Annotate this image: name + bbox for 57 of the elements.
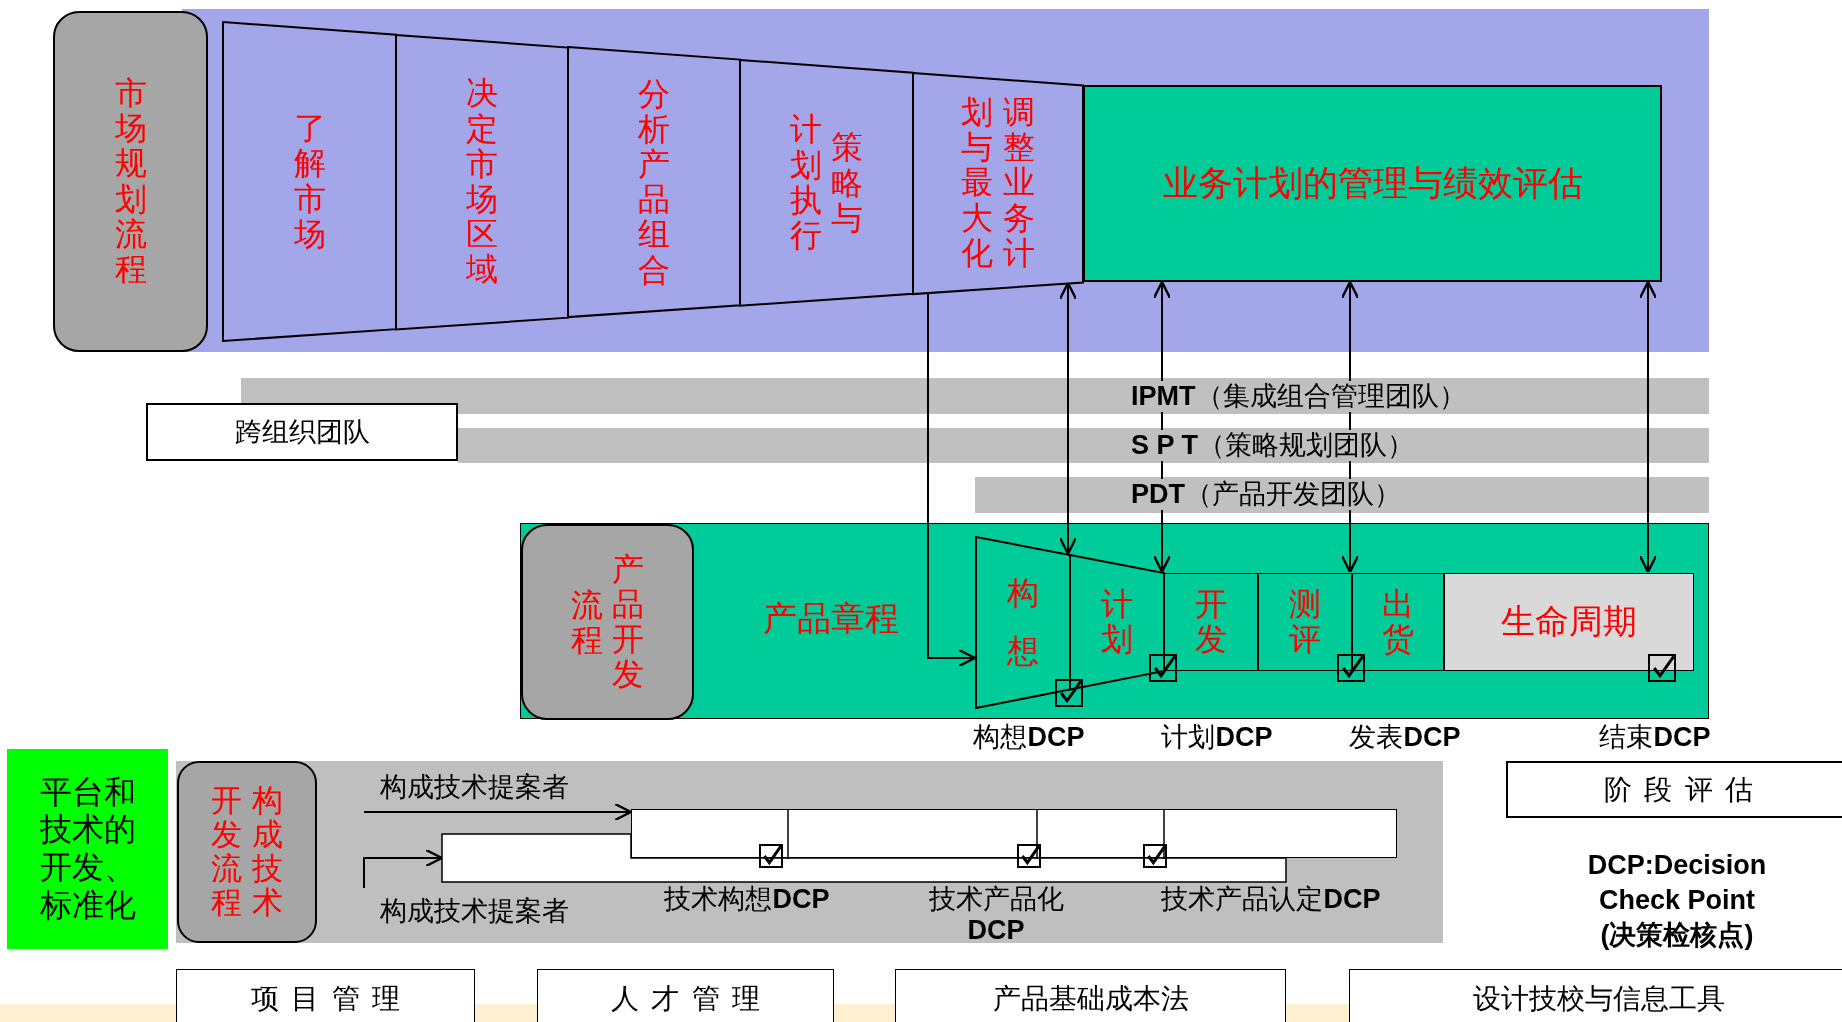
text-label: 技术产品认定DCP [1160, 884, 1382, 916]
arrow [1638, 280, 1658, 574]
process-box [1349, 969, 1842, 1022]
node-label: 出货 [1382, 586, 1414, 658]
arrow [363, 802, 633, 822]
node-label: 生命周期 [1501, 601, 1637, 642]
node-label: 跨组织团队 [234, 416, 370, 449]
node-label: 分析产品组合 [638, 76, 670, 288]
arrow [1152, 280, 1172, 573]
process-box [146, 403, 458, 461]
stage-box [1258, 573, 1352, 671]
arrow [927, 291, 977, 668]
node-label: 产品基础成本法 [992, 982, 1189, 1016]
node-label: 测评 [1289, 586, 1321, 658]
process-box [537, 969, 834, 1022]
process-box [7, 749, 168, 949]
node-label: 业务计划的管理与绩效评估 [1162, 162, 1583, 204]
text-label: 发表DCP [1348, 722, 1462, 754]
node-label: 产品章程 [762, 598, 900, 639]
arrow [363, 848, 444, 889]
node-label: 了解市场 [293, 111, 326, 252]
node-label: 调整业务计划与最大化 [961, 95, 1035, 272]
text-label: 技术构想DCP [663, 884, 831, 916]
node-label: 产品开发流程 [570, 551, 645, 693]
band-background [176, 761, 1443, 943]
node-label: 项目管理 [250, 982, 413, 1016]
process-box [1506, 761, 1842, 818]
node-label: 构想 [1007, 573, 1039, 671]
arrow [1340, 280, 1360, 574]
text-label: 结束DCP [1598, 722, 1712, 754]
process-box [521, 524, 694, 720]
node-label: 开发 [1195, 586, 1227, 658]
node-label: 决定市场区域 [466, 76, 498, 288]
node-label: 构成技术开发流程 [211, 783, 283, 921]
node-label: 市场规划流程 [114, 75, 147, 288]
band-background [520, 523, 1709, 719]
process-box [895, 969, 1286, 1022]
node-label: 平台和技术的开发、标准化 [39, 773, 136, 925]
text-label: 构成技术提案者 [378, 772, 570, 804]
stage-box [1164, 573, 1258, 671]
stage-box [1444, 573, 1694, 671]
arrow [1058, 281, 1078, 555]
node-label: 阶段评估 [1603, 772, 1766, 807]
process-box [1083, 85, 1662, 282]
node-label: 设计技校与信息工具 [1473, 982, 1725, 1016]
text-label: DCP:Decision Check Point (决策检核点) [1586, 849, 1768, 953]
stage-box [1352, 573, 1444, 671]
text-label: 构想DCP [972, 722, 1086, 754]
text-label: 技术产品化 DCP [927, 884, 1065, 947]
node-label: 人才管理 [610, 982, 773, 1016]
process-box [176, 969, 475, 1022]
text-label: 构成技术提案者 [378, 896, 570, 928]
process-box [177, 761, 317, 943]
node-label: 计划 [1101, 587, 1133, 658]
text-label: 计划DCP [1160, 722, 1274, 754]
process-bar [631, 809, 1397, 858]
process-box [53, 11, 208, 352]
